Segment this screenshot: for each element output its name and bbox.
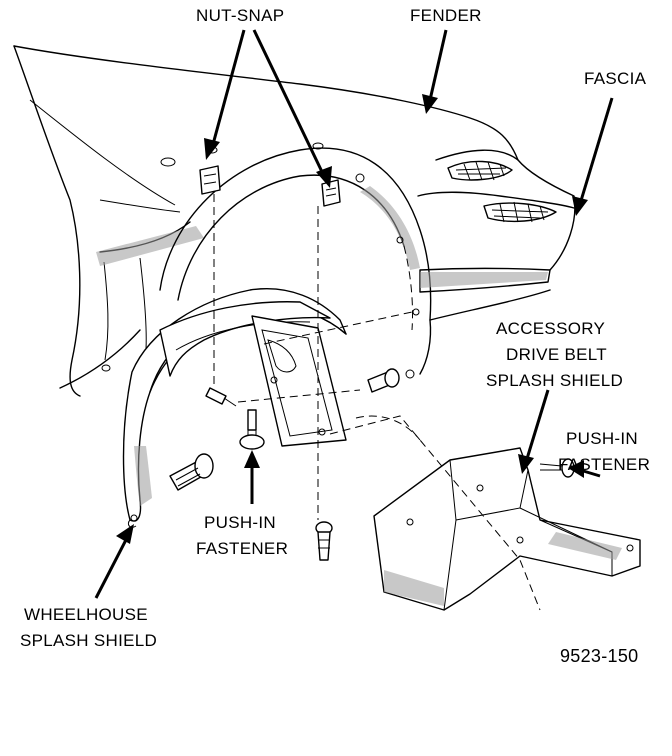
label-fender: FENDER [410,6,482,25]
accessory-drive-belt-splash-shield [373,447,641,611]
leader-arrows [94,29,614,599]
nut-snap-right [321,179,341,207]
wheelhouse-splash-shield [122,288,347,528]
grille-vent-lower [483,201,557,223]
label-accessory-line1: ACCESSORY [496,319,605,338]
label-fascia: FASCIA [584,69,647,88]
shield-bracket [251,315,347,447]
wheel-opening [159,147,432,379]
label-accessory-line2: DRIVE BELT [506,345,607,364]
screw-left-large [169,453,214,491]
label-wheelhouse-line2: SPLASH SHIELD [20,631,157,650]
grille-vent-upper [447,160,513,181]
label-push-in-center-line1: PUSH-IN [204,513,276,532]
screw-bottom [315,521,333,561]
label-push-in-right-line2: FASTENER [558,455,650,474]
fascia [417,149,576,321]
fender [13,45,519,397]
label-wheelhouse-line1: WHEELHOUSE [24,605,148,624]
push-in-fastener-center [239,430,265,450]
label-accessory-line3: SPLASH SHIELD [486,371,623,390]
label-push-in-center-line2: FASTENER [196,539,288,558]
screw-upper-left [205,387,237,407]
figure-id: 9523-150 [560,646,638,666]
label-nut-snap: NUT-SNAP [196,6,284,25]
alignment-lines [213,194,541,611]
nut-snap-left [199,165,221,195]
screw-center [247,409,257,431]
label-push-in-right-line1: PUSH-IN [566,429,638,448]
screw-right-mid [367,368,400,393]
